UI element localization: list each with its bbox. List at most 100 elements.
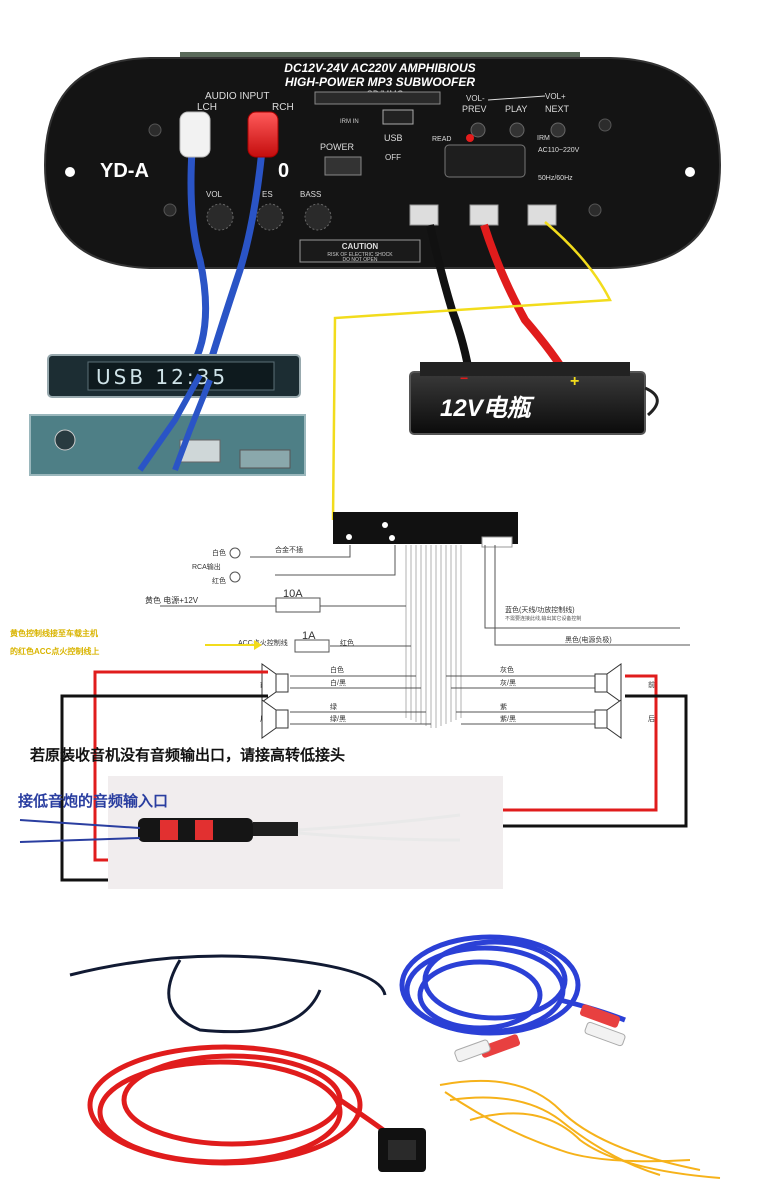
vol-knob[interactable] [206,203,234,231]
model-tail: 0 [278,160,289,182]
rca-cable-to-unit-right [172,378,213,472]
off-label: OFF [385,153,401,162]
black-label: 黑色(电源负极) [565,635,612,644]
rca-plugs [179,111,279,382]
read-label: READ [432,136,451,143]
harness-plug-tab [481,536,513,548]
sub-input-note: 接低音炮的音频输入口 [18,792,168,810]
front-right-label: 前 [648,680,655,689]
head-unit-knob[interactable] [54,429,76,451]
speaker-rear-left-icon [261,699,289,739]
rca-jack-red-icon [229,571,241,583]
caution-box [299,239,421,263]
screw-icon [598,118,612,132]
screw-icon [588,203,602,217]
no-audio-out-note: 若原装收音机没有音频输出口，请接高转低接头 [29,746,345,764]
treble-knob[interactable] [256,203,284,231]
green-label: 绿 [330,702,337,711]
remote-wire [331,221,612,521]
battery-handle [644,386,659,417]
head-unit: USB 12:35 [29,354,306,476]
head-unit-display [87,361,275,391]
note-line-1: 黄色控制线接至车载主机 [10,628,98,638]
rch-label: RCH [272,102,294,113]
fuse-10a-icon [275,597,321,613]
terminal-ground [409,204,439,226]
screw-icon [163,203,177,217]
battery-label: 12V电瓶 [440,395,535,422]
model-label: YD-A [100,160,149,182]
next-label: NEXT [545,104,570,114]
caution-sub2: DO NOT OPEN [343,257,378,263]
white-black-label: 白/黑 [330,678,346,687]
rca-cable-left [186,149,210,372]
power-cable-coil [87,1044,363,1166]
mount-hole-icon [685,167,695,177]
usb-port[interactable] [382,109,414,125]
note-line-2: 的红色ACC点火控制线上 [10,646,99,656]
note-arrow-icon [254,640,262,650]
power-label: POWER [320,142,355,152]
sub-input-arrow [19,837,141,843]
ac-socket[interactable] [444,144,526,178]
yellow-power-label: 黄色 电源+12V [145,595,199,605]
es-knob-label: ES [262,190,273,199]
rca-plug-icon [584,1021,626,1047]
gray-label: 灰色 [500,665,514,674]
fuse-10a-label: 10A [283,588,303,600]
irm-in-label: IRM IN [340,119,359,125]
white-label: 白色 [330,665,344,674]
fuse-1a-label: 1A [302,630,316,642]
bass-knob-label: BASS [300,190,321,199]
black-signal-wire-right [460,694,688,828]
lch-label: LCH [197,102,217,113]
audio-input-label: AUDIO INPUT [205,91,269,102]
terminal-12v [469,204,499,226]
vol-line [487,95,546,101]
converter-plug [253,822,298,836]
gray-black-label: 灰/黑 [500,678,516,687]
acc-label: ACC点火控制线 [238,638,288,647]
blue-sub: 不需要连接此线,输出其它设备控制 [505,615,581,622]
rca-plug-icon [579,1004,621,1028]
play-button[interactable] [509,122,525,138]
speaker-rear-right-icon [594,699,622,739]
green-black-label: 绿/黑 [330,714,346,723]
battery-top [420,362,630,376]
vol-minus-label: VOL- [466,94,485,103]
battery-plus: + [570,373,579,390]
rear-right-label: 后 [648,714,655,723]
prev-button[interactable] [470,122,486,138]
rca-jack-white-icon [229,547,241,559]
hz-label: 50Hz/60Hz [538,175,573,182]
usb-label: USB [384,133,403,143]
harness: 白色 RCA输出 红色 合金不插 黄色 电源+12V 10A 1A ACC点火控… [10,512,690,882]
converter-red-clip [195,820,213,840]
red-word: 红色 [340,638,354,647]
power-switch[interactable] [324,156,362,176]
irm-label: IRM [537,135,550,142]
vol-knob-label: VOL [206,190,223,199]
battery-minus: − [460,370,468,386]
converter-lead [297,813,461,832]
bass-knob[interactable] [304,203,332,231]
next-button[interactable] [550,122,566,138]
converter-photo [19,776,503,889]
converter-red-clip [160,820,178,840]
terminal-remote [527,204,557,226]
head-unit-iso [239,449,291,469]
purple-label: 紫 [500,703,507,711]
prev-label: PREV [462,104,487,114]
converter-lead [297,831,461,842]
play-label: PLAY [505,104,527,114]
caution-label: CAUTION [342,242,379,251]
amp-title-1: DC12V-24V AC220V AMPHIBIOUS [284,61,475,75]
red-signal-wire-right [460,674,658,812]
screw-icon [148,123,162,137]
vol-plus-label: VOL+ [545,92,566,101]
head-unit-display-text: USB 12:35 [96,365,228,389]
amp-title-2: HIGH-POWER MP3 SUBWOOFER [285,75,475,89]
rca-cable-coil [399,934,581,1036]
positive-cable [480,223,572,380]
